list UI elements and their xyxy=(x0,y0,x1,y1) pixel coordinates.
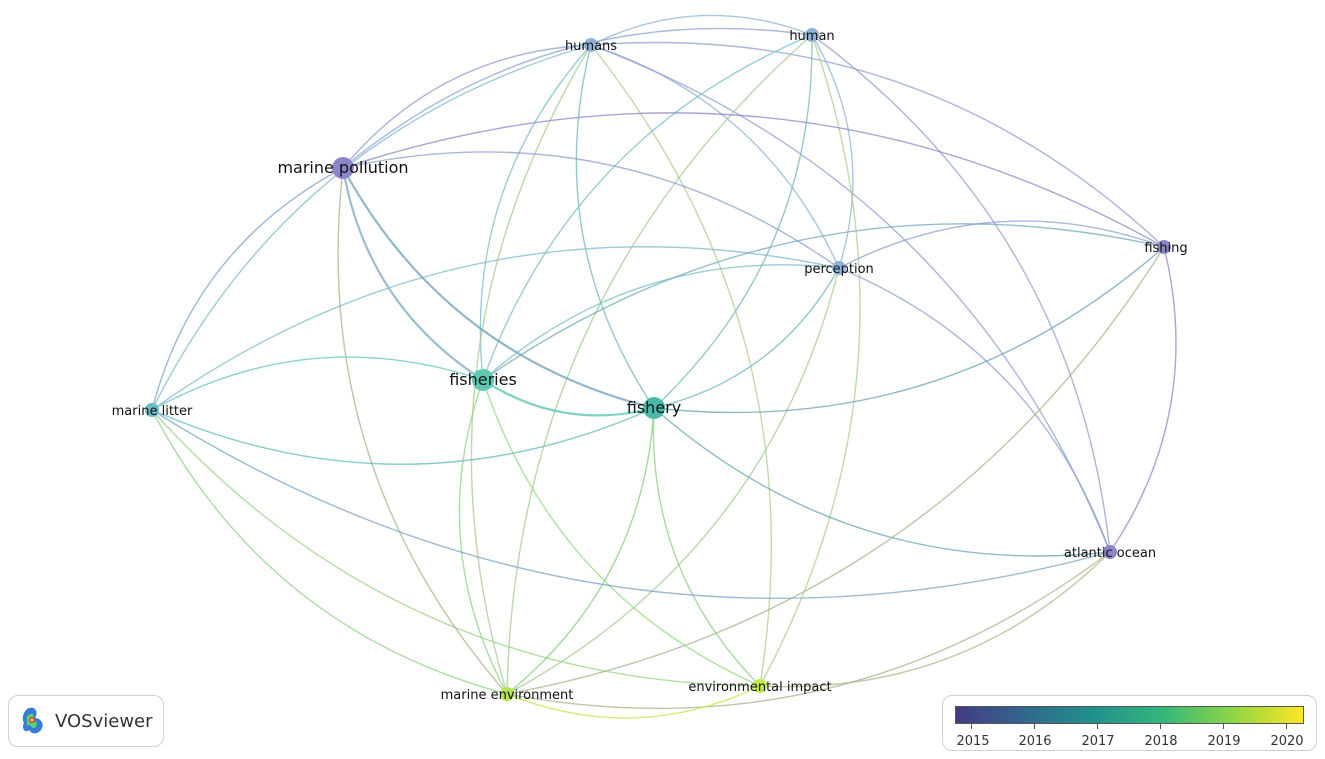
label-atlantic-ocean: atlantic ocean xyxy=(1064,546,1156,561)
edge-perception-fishery xyxy=(653,267,840,409)
node-human[interactable] xyxy=(805,28,819,42)
vosviewer-logo-box: VOSviewer xyxy=(8,695,164,747)
label-perception: perception xyxy=(804,262,874,277)
label-fishery: fishery xyxy=(627,398,681,417)
tick-mark xyxy=(1223,724,1224,729)
label-marine-environment: marine environment xyxy=(441,688,574,703)
tick-mark xyxy=(1160,724,1161,729)
year-label-2017: 2017 xyxy=(1081,734,1115,749)
label-environmental-impact: environmental impact xyxy=(688,680,831,695)
year-label-2015: 2015 xyxy=(956,734,990,749)
label-humans: humans xyxy=(565,39,617,54)
edge-humans-marine_litter xyxy=(151,44,592,411)
edge-atlantic_ocean-environmental_impact xyxy=(759,551,1111,688)
edge-atlantic_ocean-marine_environment xyxy=(506,551,1111,710)
edge-layer xyxy=(151,14,1177,719)
node-fishing[interactable] xyxy=(1157,240,1171,254)
edge-fishing-fishery xyxy=(653,246,1165,414)
node-environmental-impact[interactable] xyxy=(753,679,767,693)
edge-human-fishery xyxy=(653,34,813,409)
edge-fishing-marine_environment xyxy=(506,246,1165,695)
edge-humans-perception xyxy=(590,44,840,269)
tick-mark xyxy=(971,724,972,729)
edge-marine_pollution-fishing xyxy=(342,112,1165,248)
edge-humans-human xyxy=(590,14,813,46)
edge-marine_pollution-perception xyxy=(342,151,840,269)
edge-marine_pollution-marine_litter xyxy=(151,167,344,411)
tick-mark xyxy=(1034,724,1035,729)
edge-perception-fishing xyxy=(838,220,1165,269)
edge-humans-environmental_impact xyxy=(590,44,772,687)
edge-marine_pollution-marine_environment xyxy=(337,167,508,695)
edge-marine_environment-environmental_impact xyxy=(506,685,761,719)
year-scale-ticks xyxy=(955,724,1304,732)
edge-fishery-marine_environment xyxy=(506,407,655,695)
node-fisheries[interactable] xyxy=(472,369,494,391)
tick-mark xyxy=(1286,724,1287,729)
edge-humans-fishery xyxy=(575,44,655,409)
edge-marine_pollution-fisheries xyxy=(341,167,484,381)
label-fisheries: fisheries xyxy=(449,370,517,389)
edge-marine_litter-environmental_impact xyxy=(151,409,761,687)
edge-fishery-environmental_impact xyxy=(652,407,761,687)
node-humans[interactable] xyxy=(584,38,598,52)
edge-human-perception xyxy=(811,34,854,269)
edge-human-marine_pollution xyxy=(342,27,813,169)
edge-fisheries-fishery xyxy=(482,379,655,417)
year-label-2018: 2018 xyxy=(1144,734,1178,749)
year-label-2016: 2016 xyxy=(1018,734,1052,749)
edge-marine_litter-atlantic_ocean xyxy=(151,409,1111,600)
edge-fishery-atlantic_ocean xyxy=(653,407,1111,557)
edge-marine_litter-marine_environment xyxy=(151,409,508,695)
edge-human-fisheries xyxy=(482,34,813,381)
edge-human-atlantic_ocean xyxy=(811,34,1111,553)
node-atlantic-ocean[interactable] xyxy=(1103,545,1117,559)
label-fishing: fishing xyxy=(1144,241,1187,256)
node-layer: marine pollution humans human perception fis… xyxy=(112,28,1188,703)
edge-fisheries-environmental_impact xyxy=(482,379,761,687)
label-human: human xyxy=(789,29,834,44)
edge-fishing-atlantic_ocean xyxy=(1109,246,1177,553)
edge-fishery-marine_litter xyxy=(151,407,655,465)
year-gradient-bar xyxy=(955,706,1304,724)
vosviewer-logo-icon xyxy=(22,707,43,734)
edge-fisheries-marine_litter xyxy=(151,356,484,411)
edge-human-environmental_impact xyxy=(759,34,861,687)
edge-humans-fisheries xyxy=(479,44,592,381)
node-marine-pollution[interactable] xyxy=(332,157,354,179)
node-marine-environment[interactable] xyxy=(500,687,514,701)
label-marine-litter: marine litter xyxy=(112,404,193,419)
node-perception[interactable] xyxy=(832,261,846,275)
vosviewer-logo-text: VOSviewer xyxy=(55,710,153,732)
edge-humans-fishing xyxy=(590,41,1165,248)
node-marine-litter[interactable] xyxy=(145,403,159,417)
edge-fishing-fisheries xyxy=(482,223,1165,381)
edge-perception-marine_environment xyxy=(506,267,840,695)
edge-perception-fisheries xyxy=(482,264,840,381)
year-color-scale: 2015 2016 2017 2018 2019 2020 xyxy=(942,695,1317,751)
tick-mark xyxy=(1097,724,1098,729)
label-marine-pollution: marine pollution xyxy=(277,158,408,177)
edge-perception-atlantic_ocean xyxy=(838,267,1111,553)
year-label-2020: 2020 xyxy=(1270,734,1304,749)
edge-perception-marine_litter xyxy=(151,246,840,411)
edge-marine_pollution-fishery xyxy=(342,167,655,410)
year-label-2019: 2019 xyxy=(1207,734,1241,749)
edge-fisheries-marine_environment xyxy=(458,379,508,695)
edge-humans-marine_environment xyxy=(470,44,592,695)
edge-humans-marine_pollution xyxy=(342,44,592,169)
edge-human-marine_environment xyxy=(506,34,813,695)
edge-humans-atlantic_ocean xyxy=(590,44,1111,553)
node-fishery[interactable] xyxy=(643,397,665,419)
